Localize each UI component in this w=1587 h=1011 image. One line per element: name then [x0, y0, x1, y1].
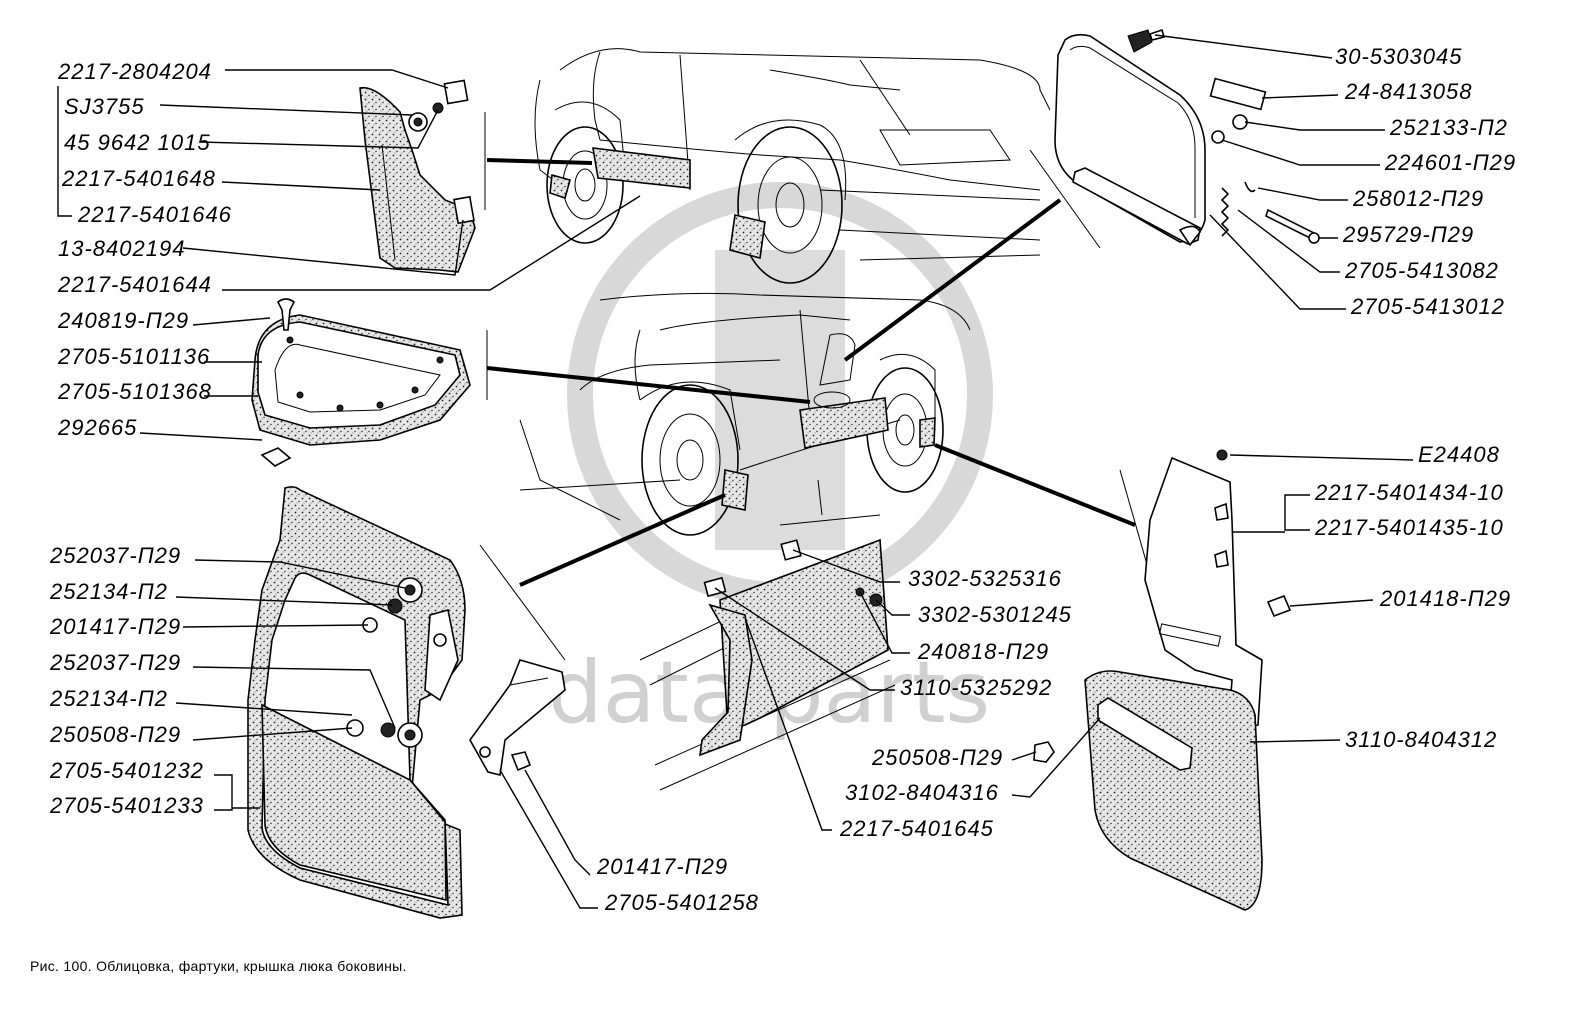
sill-seal	[699, 603, 753, 757]
label-E24408: E24408	[1418, 442, 1500, 467]
label-250508-P29-a: 250508-П29	[49, 722, 181, 747]
leader-lines	[57, 34, 1414, 909]
label-295729-P29: 295729-П29	[1342, 222, 1474, 247]
label-2217-5401435-10: 2217-5401435-10	[1314, 515, 1504, 540]
label-3302-5301245: 3302-5301245	[918, 602, 1072, 627]
label-240819-P29: 240819-П29	[57, 308, 189, 333]
bolt-lower	[380, 722, 396, 738]
label-2217-5401645: 2217-5401645	[839, 816, 994, 841]
label-45-9642-1015: 45 9642 1015	[64, 130, 211, 155]
label-SJ3755: SJ3755	[64, 94, 145, 119]
clip-3302-5325316	[780, 539, 802, 561]
bolt-head	[432, 102, 444, 114]
label-252133-P2: 252133-П2	[1389, 115, 1508, 140]
label-2217-5401648: 2217-5401648	[61, 166, 216, 191]
door-spring	[1220, 187, 1230, 237]
rear-mudflap-small	[359, 79, 476, 273]
bracket-24-8413058	[1209, 77, 1267, 111]
label-2217-5401434-10: 2217-5401434-10	[1314, 480, 1504, 505]
label-2217-5401646: 2217-5401646	[77, 202, 232, 227]
screw-224601	[1211, 130, 1225, 144]
label-292665: 292665	[57, 415, 137, 440]
label-2217-2804204: 2217-2804204	[57, 59, 212, 84]
nut-E24408	[1216, 449, 1228, 461]
label-224601-P29: 224601-П29	[1384, 150, 1516, 175]
label-13-8402194: 13-8402194	[58, 236, 185, 261]
label-252037-P29-a: 252037-П29	[49, 543, 181, 568]
front-rocker-panel	[799, 397, 889, 449]
door-hinge	[1072, 167, 1201, 245]
label-3302-5325316: 3302-5325316	[908, 566, 1062, 591]
rear-mudflap-large	[247, 486, 466, 919]
figure-caption: Рис. 100. Облицовка, фартуки, крышка люк…	[30, 958, 407, 974]
bracket-2705-5401258	[469, 659, 566, 776]
screw-240819	[276, 298, 296, 331]
plug-30-5303045	[1127, 29, 1153, 53]
label-2705-5401233: 2705-5401233	[49, 793, 204, 818]
mudflap-bracket	[424, 608, 459, 702]
part-labels: 2217-2804204 SJ3755 45 9642 1015 2217-54…	[49, 44, 1516, 915]
clip-292665	[260, 447, 292, 467]
wheel-arch-trim	[251, 298, 471, 467]
label-252037-P29-b: 252037-П29	[49, 650, 181, 675]
label-3110-8404312: 3110-8404312	[1345, 727, 1497, 752]
rear-wheel-left	[546, 126, 624, 244]
label-2705-5101136: 2705-5101136	[57, 344, 210, 369]
bracket-slot	[1159, 623, 1221, 647]
front-mudflap	[1033, 449, 1292, 911]
label-2217-5401644: 2217-5401644	[57, 272, 212, 297]
label-252134-P2-b: 252134-П2	[49, 686, 168, 711]
label-240818-P29: 240818-П29	[917, 639, 1049, 664]
car-rear-view	[534, 48, 1051, 284]
label-201417-P29-b: 201417-П29	[596, 854, 728, 879]
bolt-201417	[510, 751, 532, 772]
large-mudflap-bottom	[261, 703, 447, 902]
label-3102-8404316: 3102-8404316	[845, 780, 999, 805]
label-30-5303045: 30-5303045	[1335, 44, 1462, 69]
nut-250508	[1033, 741, 1055, 763]
clip-top	[443, 79, 469, 105]
label-2705-5101368: 2705-5101368	[57, 379, 212, 404]
bolt-upper	[387, 598, 403, 614]
label-2705-5401258: 2705-5401258	[604, 890, 759, 915]
label-201417-P29-a: 201417-П29	[49, 614, 181, 639]
rear-rocker-panel	[592, 147, 691, 189]
connectors	[479, 112, 1151, 661]
label-201418-P29: 201418-П29	[1379, 586, 1511, 611]
label-252134-P2-a: 252134-П2	[49, 579, 168, 604]
label-2705-5413082: 2705-5413082	[1344, 258, 1499, 283]
clip-bottom	[453, 195, 475, 225]
filler-door	[1054, 28, 1320, 247]
front-wheel-left	[641, 384, 739, 536]
mudflap-body	[359, 86, 476, 273]
bolt-201418	[1266, 594, 1292, 618]
rear-wheel-right	[737, 126, 843, 284]
car-front-view	[519, 292, 971, 536]
label-2705-5413012: 2705-5413012	[1350, 294, 1505, 319]
label-250508-P29-b: 250508-П29	[871, 745, 1003, 770]
label-24-8413058: 24-8413058	[1344, 79, 1472, 104]
label-258012-P29: 258012-П29	[1352, 186, 1484, 211]
arch-strip-inner	[257, 321, 461, 429]
label-3110-5325292: 3110-5325292	[900, 675, 1052, 700]
l-bracket	[469, 659, 566, 776]
label-2705-5401232: 2705-5401232	[49, 758, 204, 783]
